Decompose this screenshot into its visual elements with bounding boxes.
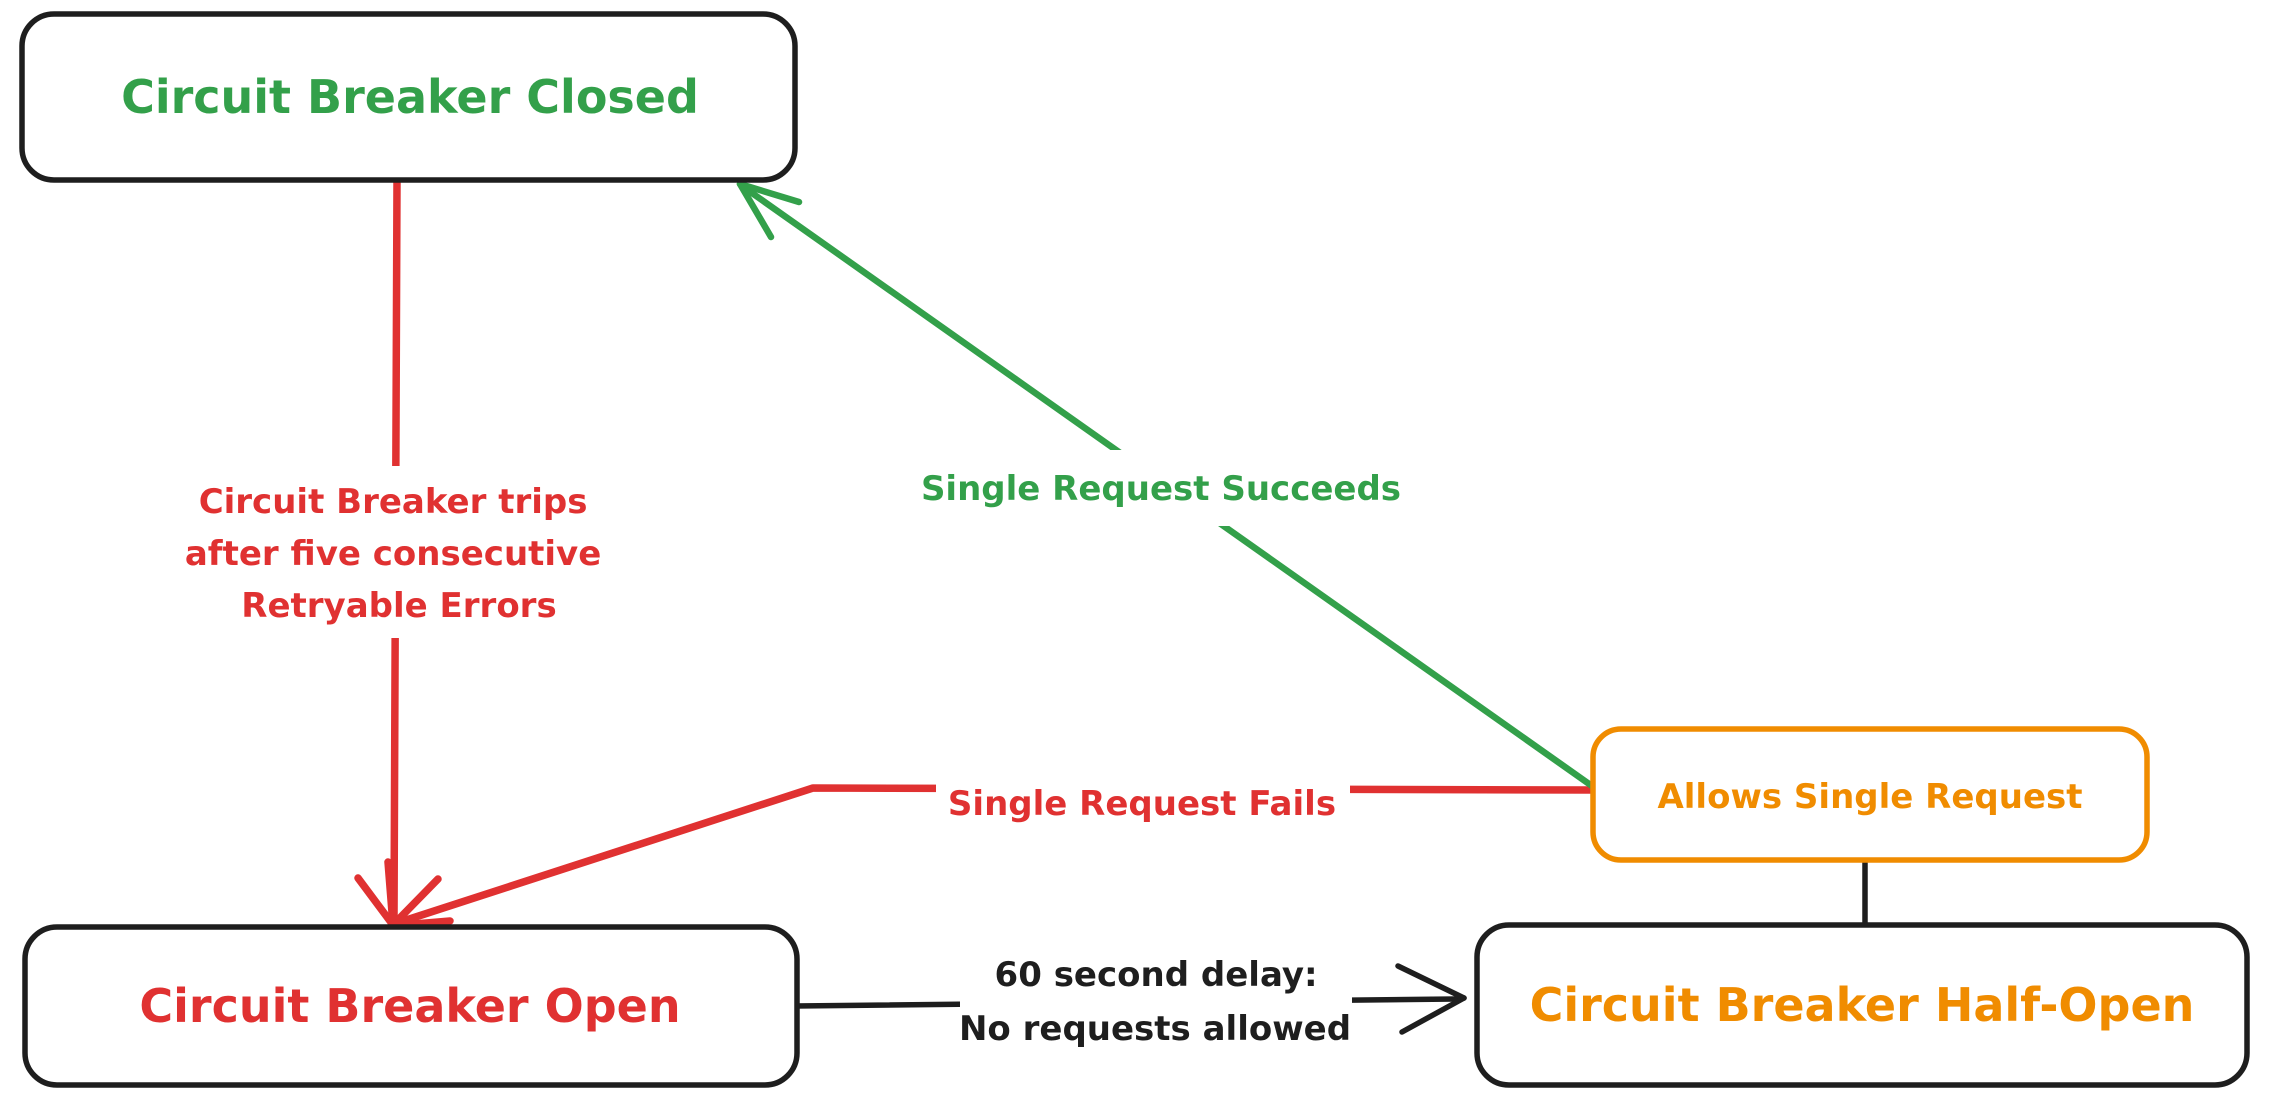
node-closed-label: Circuit Breaker Closed: [121, 70, 699, 124]
node-closed-box: [19, 11, 798, 183]
node-half-open-box: [1474, 922, 2250, 1088]
node-open-box: [22, 924, 800, 1088]
node-half-open-label: Circuit Breaker Half-Open: [1530, 978, 2195, 1032]
edge-fail-label-bg: [936, 760, 1350, 842]
edge-succeed-label: Single Request Succeeds: [921, 469, 1401, 509]
edge-delay-arrowhead: [1395, 963, 1467, 1035]
edge-delay-label-bg: [960, 940, 1352, 1056]
node-allows-box: [1590, 726, 2150, 863]
edge-trip-label-bg: [178, 466, 626, 638]
node-open-label: Circuit Breaker Open: [139, 979, 680, 1033]
edge-succeed-arrowhead: [736, 180, 803, 241]
edge-succeed-label-bg: [903, 450, 1419, 526]
edge-delay-label: 60 second delay: No requests allowed: [959, 955, 1351, 1049]
edge-trip-label: Circuit Breaker trips after five consecu…: [185, 482, 613, 626]
edge-trip-arrowhead: [354, 858, 454, 930]
edge-fail-label: Single Request Fails: [948, 784, 1336, 824]
node-allows-label: Allows Single Request: [1657, 777, 2082, 817]
